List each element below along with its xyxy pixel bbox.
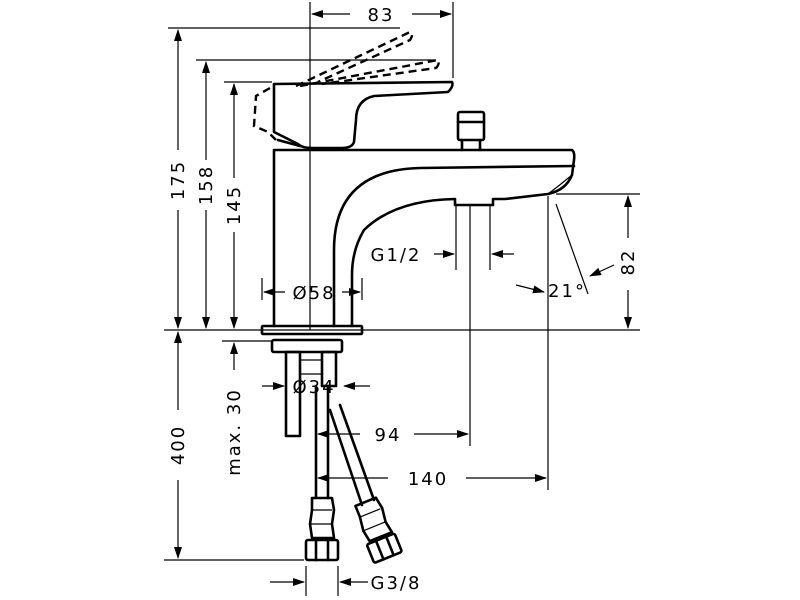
dim-height-158: 158: [196, 165, 217, 205]
dim-projection-140: 140: [408, 469, 448, 490]
dim-thread-connection: G3/8: [371, 573, 422, 594]
dimension-lines: [164, 2, 640, 596]
dim-spout-angle: 21°: [548, 281, 586, 302]
dim-height-145: 145: [224, 185, 245, 225]
dim-hose-length: 400: [168, 425, 189, 465]
dim-height-175: 175: [168, 160, 189, 200]
dim-spout-height: 82: [618, 249, 639, 276]
shank-and-hoses: [270, 338, 403, 564]
dim-max-depth: max. 30: [224, 388, 245, 476]
dim-offset-94: 94: [375, 425, 402, 446]
handle: [272, 80, 454, 150]
handle-dashed-positions: [252, 30, 440, 141]
dim-width-top: 83: [368, 5, 395, 26]
dim-thread-outlet: G1/2: [371, 245, 422, 266]
dim-diameter-shank: Ø34: [292, 377, 335, 398]
dim-diameter-base: Ø58: [292, 283, 335, 304]
